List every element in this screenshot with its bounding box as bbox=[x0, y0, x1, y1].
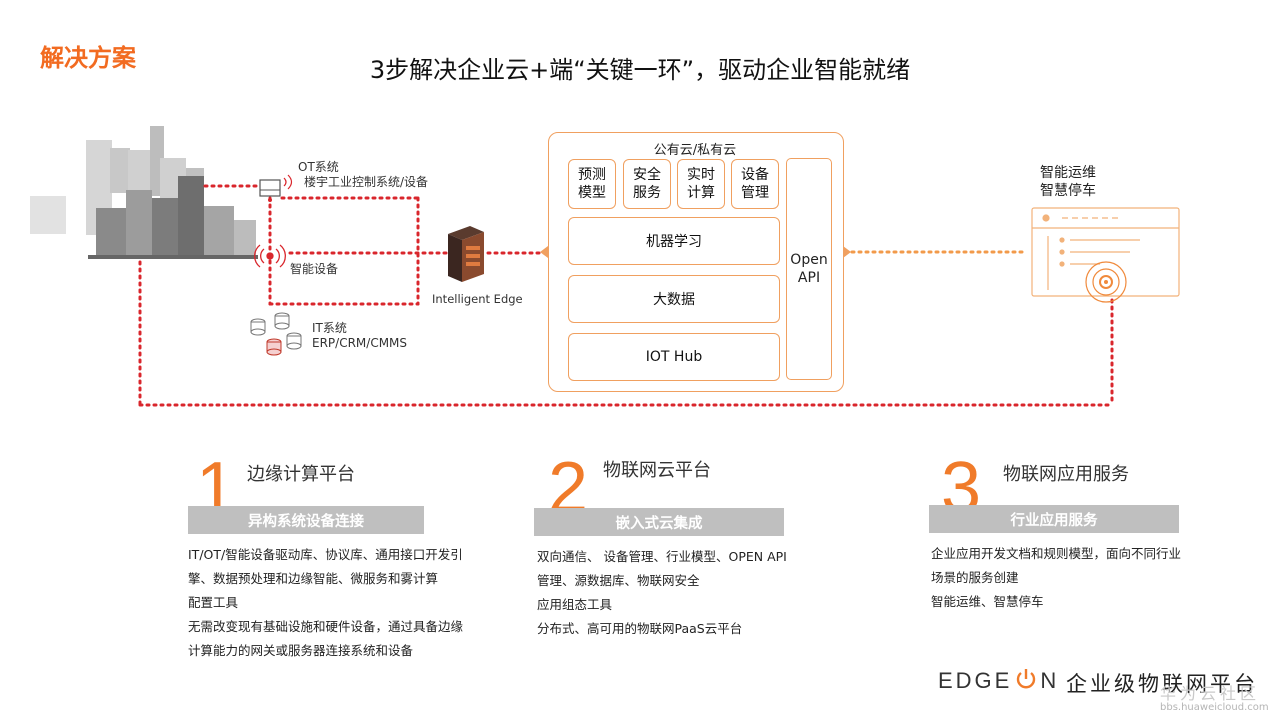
database-icon bbox=[250, 312, 302, 356]
device-connection-lines bbox=[138, 184, 1114, 407]
dashboard-icon bbox=[1031, 207, 1180, 303]
ot-system-subtitle: 楼宇工业控制系统/设备 bbox=[304, 175, 429, 189]
pillar-3-description: 企业应用开发文档和规则模型，面向不同行业 场景的服务创建 智能运维、智慧停车 bbox=[931, 542, 1221, 614]
watermark-url: bbs.huaweicloud.com bbox=[1160, 702, 1269, 713]
city-skyline-icon bbox=[30, 126, 258, 259]
smart-device-icon bbox=[254, 244, 286, 268]
predictive-model-box: 预测 模型 bbox=[568, 159, 616, 209]
brand-logo-text-right: N bbox=[1040, 668, 1060, 693]
pillar-1-line: IT/OT/智能设备驱动库、协议库、通用接口开发引 bbox=[188, 547, 463, 562]
iot-hub-box: IOT Hub bbox=[568, 333, 780, 381]
brand-tagline: 企业级物联网平台 bbox=[1066, 672, 1258, 696]
big-data-box: 大数据 bbox=[568, 275, 780, 323]
pillar-2-line: 双向通信、 设备管理、行业模型、OPEN API bbox=[537, 549, 787, 564]
pillar-2-description: 双向通信、 设备管理、行业模型、OPEN API 管理、源数据库、物联网安全 应… bbox=[537, 545, 837, 641]
device-management-box: 设备 管理 bbox=[731, 159, 779, 209]
it-system-title: IT系统 bbox=[312, 321, 347, 335]
brand-logo-text-left: EDGE bbox=[938, 668, 1013, 693]
pillar-2-title: 物联网云平台 bbox=[603, 460, 711, 481]
pillar-3-title: 物联网应用服务 bbox=[1003, 464, 1129, 485]
watermark: 华为云社区 bbox=[1160, 684, 1261, 703]
section-title: 解决方案 bbox=[40, 44, 136, 72]
pillar-1-line: 无需改变现有基础设施和硬件设备，通过具备边缘 bbox=[188, 619, 464, 634]
pillar-3-line: 场景的服务创建 bbox=[931, 570, 1019, 585]
pillar-3-line: 企业应用开发文档和规则模型，面向不同行业 bbox=[931, 546, 1182, 561]
realtime-compute-box: 实时 计算 bbox=[677, 159, 725, 209]
cloud-platform-title: 公有云/私有云 bbox=[653, 143, 737, 158]
pillar-1-description: IT/OT/智能设备驱动库、协议库、通用接口开发引 擎、数据预处理和边缘智能、微… bbox=[188, 543, 488, 663]
pillar-3-line: 智能运维、智慧停车 bbox=[931, 594, 1044, 609]
pillar-1-line: 配置工具 bbox=[188, 595, 239, 610]
intelligent-edge-label: Intelligent Edge bbox=[432, 292, 523, 306]
pillar-2-bar: 嵌入式云集成 bbox=[534, 508, 784, 536]
brand-logo: EDGE N bbox=[938, 667, 1059, 694]
pillar-1-bar: 异构系统设备连接 bbox=[188, 506, 424, 534]
pillar-1-title: 边缘计算平台 bbox=[247, 464, 355, 485]
architecture-diagram bbox=[30, 126, 1180, 407]
pillar-1-line: 计算能力的网关或服务器连接系统和设备 bbox=[188, 643, 414, 658]
pillar-2-line: 应用组态工具 bbox=[537, 597, 613, 612]
pillar-2-line: 管理、源数据库、物联网安全 bbox=[537, 573, 700, 588]
machine-learning-box: 机器学习 bbox=[568, 217, 780, 265]
it-system-label: IT系统 ERP/CRM/CMMS bbox=[312, 321, 407, 351]
smart-device-label: 智能设备 bbox=[290, 262, 339, 276]
page-headline: 3步解决企业云+端“关键一环”，驱动企业智能就绪 bbox=[369, 56, 911, 84]
ot-system-title: OT系统 bbox=[298, 160, 339, 174]
controller-icon bbox=[259, 174, 293, 202]
open-api-box: Open API bbox=[786, 158, 832, 380]
arrow-left-icon bbox=[540, 246, 548, 258]
security-service-box: 安全 服务 bbox=[623, 159, 671, 209]
edge-server-icon bbox=[448, 226, 484, 282]
power-icon bbox=[1017, 669, 1036, 689]
arrow-right-icon bbox=[843, 246, 851, 258]
pillar-1-line: 擎、数据预处理和边缘智能、微服务和雾计算 bbox=[188, 571, 439, 586]
pillar-2-line: 分布式、高可用的物联网PaaS云平台 bbox=[537, 621, 743, 636]
pillar-3-bar: 行业应用服务 bbox=[929, 505, 1179, 533]
it-system-subtitle: ERP/CRM/CMMS bbox=[312, 336, 408, 350]
ot-system-label: OT系统 楼宇工业控制系统/设备 bbox=[298, 160, 428, 190]
application-label: 智能运维 智慧停车 bbox=[1040, 165, 1096, 199]
